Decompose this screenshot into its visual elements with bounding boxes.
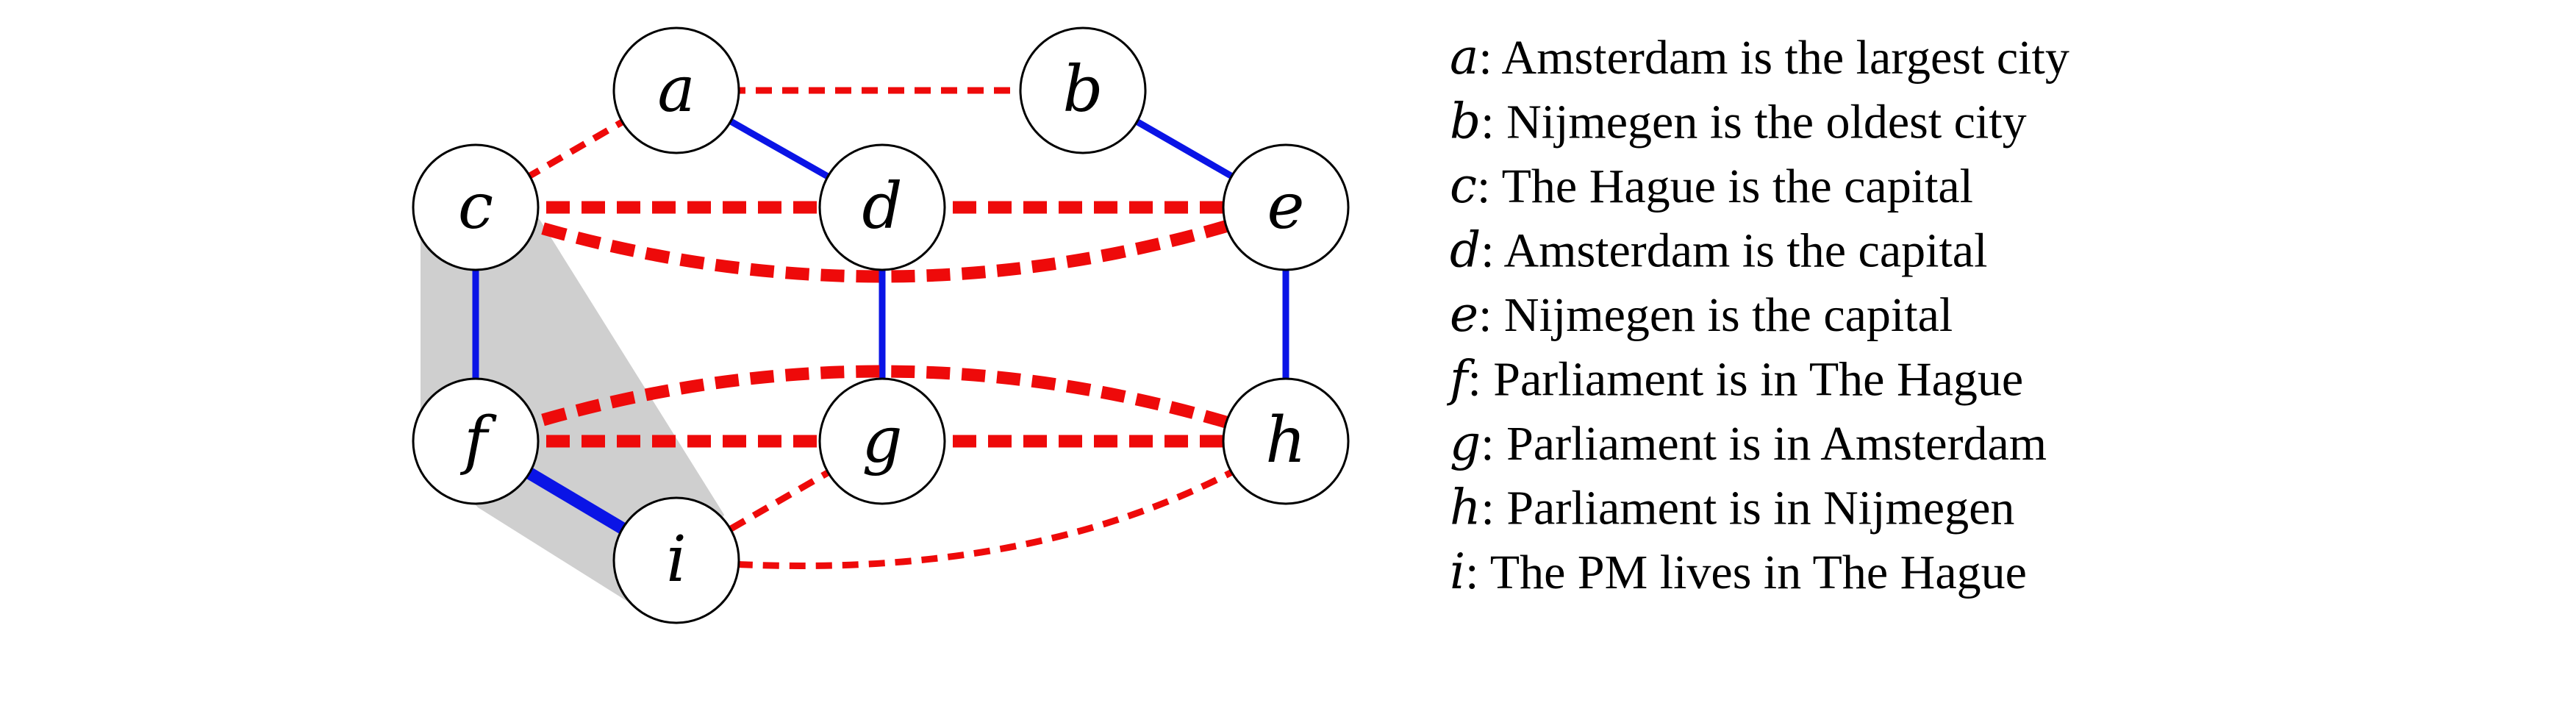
node-h: h: [1222, 377, 1350, 505]
legend-key: g: [1450, 415, 1481, 471]
legend-text: : Parliament is in The Hague: [1467, 353, 2023, 407]
node-b: b: [1019, 26, 1147, 154]
node-a-label: a: [657, 53, 695, 126]
legend-item-f: f: Parliament is in The Hague: [1446, 351, 2023, 407]
legend-item-e: e: Nijmegen is the capital: [1450, 286, 1953, 343]
node-d-label: d: [862, 170, 902, 243]
node-d-circle: [818, 143, 946, 271]
legend-key: a: [1450, 29, 1478, 85]
node-i-label: i: [666, 523, 687, 596]
legend-text: : Amsterdam is the capital: [1481, 224, 1987, 278]
node-i: i: [612, 496, 740, 624]
node-e-label: e: [1267, 170, 1305, 243]
edge-h-i-negative: [676, 438, 1288, 569]
edge-f-h-negative: [473, 365, 1288, 448]
node-c-circle: [412, 143, 540, 271]
legend-text: : Parliament is in Nijmegen: [1481, 482, 2015, 535]
node-f: f: [412, 377, 540, 505]
node-e-circle: [1222, 143, 1350, 271]
node-a: a: [612, 26, 740, 154]
node-g: g: [818, 377, 946, 505]
node-g-label: g: [862, 404, 902, 477]
legend-key: c: [1450, 157, 1477, 214]
legend-key: i: [1450, 543, 1465, 600]
node-d: d: [818, 143, 946, 271]
legend-item-i: i: The PM lives in The Hague: [1450, 543, 2027, 600]
node-b-circle: [1019, 26, 1147, 154]
legend-text: : The Hague is the capital: [1477, 160, 1973, 213]
legend-item-h: h: Parliament is in Nijmegen: [1450, 479, 2014, 536]
node-e: e: [1222, 143, 1350, 271]
node-layer: a b c d e f g h i: [412, 26, 1350, 624]
node-h-circle: [1222, 377, 1350, 505]
legend-text: : Nijmegen is the oldest city: [1481, 96, 2026, 149]
legend-key: h: [1450, 479, 1481, 536]
legend-key: b: [1450, 93, 1481, 150]
legend-key: d: [1450, 222, 1481, 279]
legend-key: e: [1450, 286, 1478, 343]
legend-item-g: g: Parliament is in Amsterdam: [1450, 415, 2047, 471]
node-c-label: c: [458, 170, 493, 243]
node-f-circle: [412, 377, 540, 505]
legend-text: : Amsterdam is the largest city: [1478, 31, 2069, 85]
legend-text: : Parliament is in Amsterdam: [1481, 417, 2047, 471]
edge-c-e-negative: [473, 201, 1288, 283]
legend-text: : Nijmegen is the capital: [1478, 288, 1953, 342]
node-i-circle: [612, 496, 740, 624]
legend-item-d: d: Amsterdam is the capital: [1450, 222, 1987, 279]
legend-item-b: b: Nijmegen is the oldest city: [1450, 93, 2027, 150]
legend-item-a: a: Amsterdam is the largest city: [1450, 29, 2069, 85]
node-g-circle: [818, 377, 946, 505]
node-a-circle: [612, 26, 740, 154]
legend-text: : The PM lives in The Hague: [1465, 546, 2027, 599]
node-h-label: h: [1265, 404, 1306, 477]
node-c: c: [412, 143, 540, 271]
node-b-label: b: [1062, 53, 1103, 126]
legend-item-c: c: The Hague is the capital: [1450, 157, 1973, 214]
